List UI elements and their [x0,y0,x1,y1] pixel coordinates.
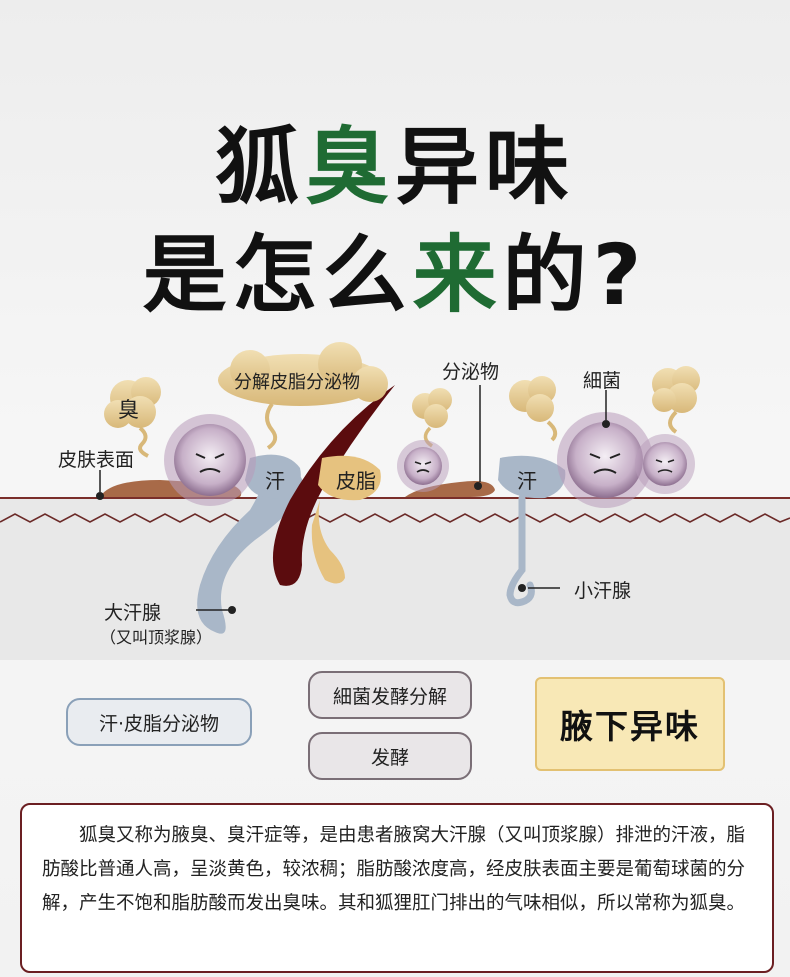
hair-shaft [272,385,395,586]
title-odor-highlight: 臭 [304,118,395,216]
odor-cloud-left [104,377,161,458]
sebum-droplet [318,455,381,501]
secretion-pointer-dot [474,482,482,490]
apocrine-pointer-dot [228,606,236,614]
sweat-droplet-right [498,455,566,499]
odor-cloud-right-2 [652,366,700,434]
skin-surface-pointer-dot [96,492,104,500]
bacteria-small-mid [397,440,449,492]
skin-zigzag-line [0,513,790,523]
skin-layer [0,498,790,660]
label-sweat-left: 汗 [265,469,285,493]
skin-diagram [0,342,790,660]
title-line-1: 狐臭异味 [0,100,790,221]
odor-cloud-mid [412,388,452,448]
title-smell: 异味 [395,118,576,216]
title-come-highlight: 来 [412,226,503,324]
label-skin-surface: 皮肤表面 [58,449,135,471]
label-sweat-right: 汗 [517,469,537,493]
apocrine-gland-shape [197,466,305,634]
flow-result-box: 腋下异味 [535,677,725,771]
title-how: 是怎么 [142,226,413,324]
eccrine-duct [506,494,535,607]
flow-source-box: 汗·皮脂分泌物 [66,698,252,746]
odor-cloud-decompose [218,342,388,450]
label-eccrine-gland: 小汗腺 [574,580,632,602]
bacteria-large-left [164,414,256,506]
flow-step-ferment-box: 发酵 [308,732,472,780]
label-apocrine-gland: 大汗腺 [104,602,162,624]
skin-deposit-right [405,481,495,497]
bacteria-pointer-dot [602,420,610,428]
label-bacteria: 細菌 [583,370,622,392]
odor-cloud-right-1 [509,376,558,442]
title-question: 的? [502,226,648,324]
title-line-2: 是怎么来的? [0,208,790,329]
bacteria-small-right [635,434,695,494]
label-sebum: 皮脂 [336,469,376,493]
label-secretion: 分泌物 [442,361,500,383]
sebaceous-gland-shape [311,500,345,584]
label-decompose-sebum: 分解皮脂分泌物 [234,372,360,393]
description-text: 狐臭又称为腋臭、臭汗症等，是由患者腋窝大汗腺（又叫顶浆腺）排泄的汗液，脂肪酸比普… [42,825,746,914]
sweat-droplet-left [245,454,301,499]
eccrine-pointer-dot [518,584,526,592]
flow-step-bacteria-box: 細菌发酵分解 [308,671,472,719]
description-box: 狐臭又称为腋臭、臭汗症等，是由患者腋窝大汗腺（又叫顶浆腺）排泄的汗液，脂肪酸比普… [20,803,774,973]
title-fox: 狐 [214,118,305,216]
label-odor: 臭 [118,398,139,422]
bacteria-large-right [557,412,653,508]
label-apocrine-alias: （又叫顶浆腺） [100,628,213,647]
